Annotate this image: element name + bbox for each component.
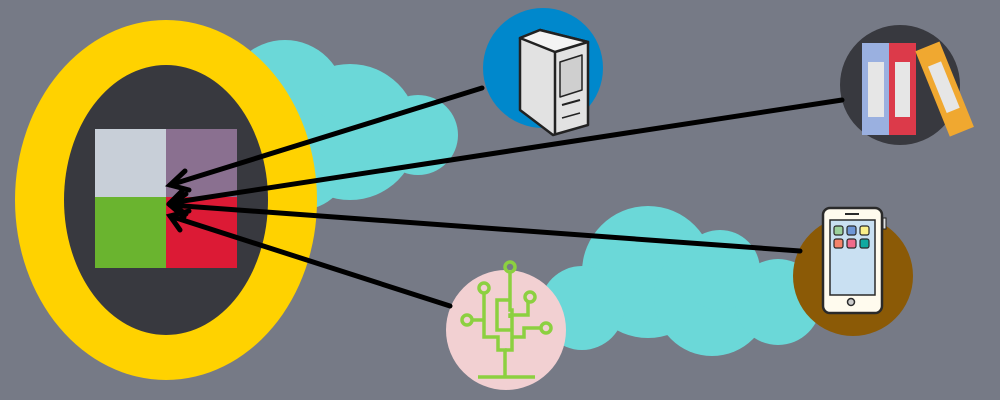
phone-node — [793, 206, 913, 336]
binders-node — [840, 25, 974, 145]
smartphone-icon — [821, 206, 887, 315]
circuit-tree-icon — [460, 260, 553, 379]
binders-icon — [862, 41, 974, 137]
arrow-tree-to-hub — [165, 208, 453, 309]
tree-node — [446, 260, 566, 390]
server-node — [483, 8, 603, 137]
server-icon — [518, 28, 590, 137]
